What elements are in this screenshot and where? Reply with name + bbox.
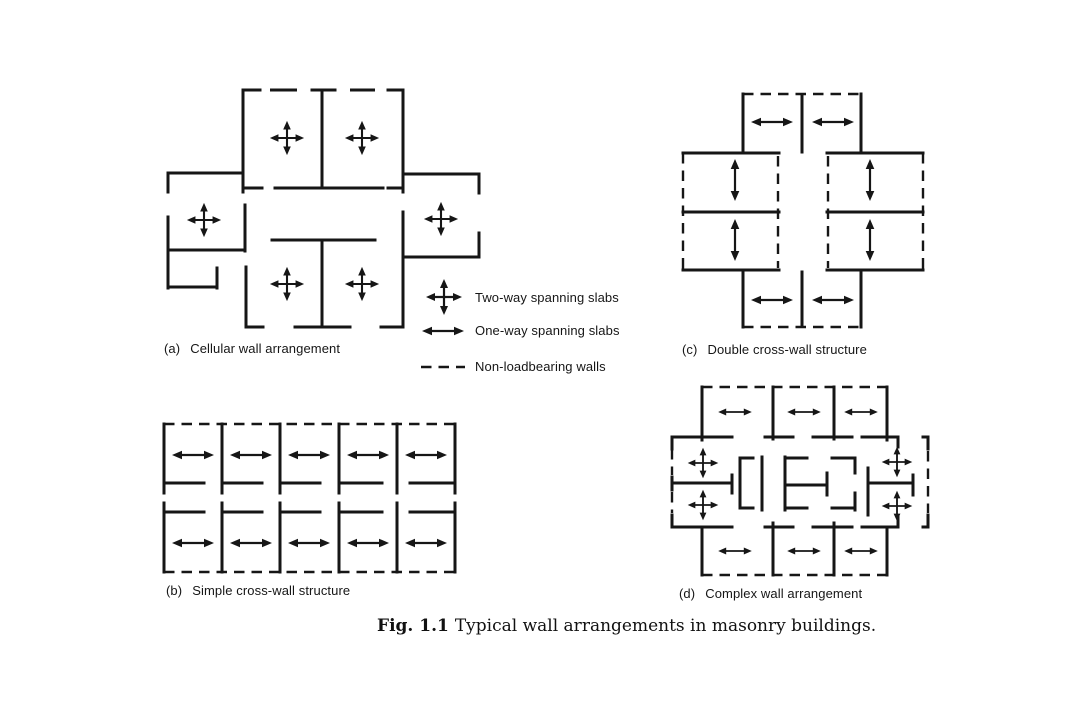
one-way-arrow-icon bbox=[345, 449, 391, 461]
one-way-arrow-icon bbox=[864, 217, 876, 263]
one-way-arrow-icon bbox=[286, 449, 332, 461]
panel-d-label: (d) bbox=[679, 586, 696, 601]
two-way-arrow-icon bbox=[268, 119, 306, 157]
one-way-arrow-icon bbox=[843, 546, 879, 556]
panel-d-caption: (d) Complex wall arrangement bbox=[679, 586, 862, 601]
panel-b-caption: (b) Simple cross-wall structure bbox=[166, 583, 350, 598]
plan-a-cellular bbox=[166, 88, 481, 329]
one-way-arrow-icon bbox=[810, 294, 856, 306]
dashed-line-icon bbox=[421, 365, 465, 368]
one-way-arrow-icon bbox=[403, 537, 449, 549]
two-way-arrow-icon bbox=[268, 265, 306, 303]
panel-c-title: Double cross-wall structure bbox=[707, 342, 867, 357]
two-way-arrow-icon bbox=[343, 265, 381, 303]
panel-b-label: (b) bbox=[166, 583, 183, 598]
one-way-arrow-icon bbox=[717, 546, 753, 556]
legend-label: Non-loadbearing walls bbox=[475, 359, 606, 374]
plan-c-double-cross-wall bbox=[681, 92, 925, 329]
two-way-arrow-icon bbox=[686, 488, 720, 522]
panel-a-caption: (a) Cellular wall arrangement bbox=[164, 341, 340, 356]
one-way-arrow-icon bbox=[810, 116, 856, 128]
one-way-arrow-icon bbox=[729, 217, 741, 263]
legend: Two-way spanning slabs One-way spanning … bbox=[420, 277, 655, 377]
plan-d-complex bbox=[670, 385, 930, 577]
loadbearing-walls bbox=[681, 92, 925, 329]
one-way-arrow-icon bbox=[786, 407, 822, 417]
slab-span-arrows bbox=[170, 449, 449, 549]
two-way-arrow-icon bbox=[185, 201, 223, 239]
one-way-arrow-icon bbox=[228, 449, 274, 461]
two-way-arrow-icon bbox=[343, 119, 381, 157]
two-way-arrow-icon bbox=[880, 489, 914, 523]
one-way-arrow-icon bbox=[228, 537, 274, 549]
one-way-arrow-icon bbox=[420, 325, 466, 336]
legend-item-two-way: Two-way spanning slabs bbox=[420, 277, 619, 317]
legend-item-one-way: One-way spanning slabs bbox=[420, 323, 620, 338]
non-loadbearing-walls bbox=[164, 422, 455, 574]
one-way-arrow-icon bbox=[864, 157, 876, 203]
one-way-arrow-icon bbox=[170, 537, 216, 549]
non-loadbearing-walls bbox=[681, 92, 925, 329]
one-way-arrow-icon bbox=[749, 294, 795, 306]
one-way-arrow-icon bbox=[286, 537, 332, 549]
plan-b-simple-cross-wall bbox=[162, 422, 457, 574]
one-way-arrow-icon bbox=[749, 116, 795, 128]
legend-label: Two-way spanning slabs bbox=[475, 289, 619, 305]
one-way-arrow-icon bbox=[843, 407, 879, 417]
panel-c-label: (c) bbox=[682, 342, 698, 357]
legend-label: One-way spanning slabs bbox=[475, 323, 620, 338]
one-way-arrow-icon bbox=[717, 407, 753, 417]
legend-item-non-loadbearing: Non-loadbearing walls bbox=[420, 359, 606, 374]
one-way-arrow-icon bbox=[729, 157, 741, 203]
loadbearing-walls bbox=[670, 385, 930, 577]
two-way-arrow-icon bbox=[880, 445, 914, 479]
two-way-arrow-icon bbox=[422, 200, 460, 238]
panel-b-title: Simple cross-wall structure bbox=[192, 583, 351, 598]
panel-c-caption: (c) Double cross-wall structure bbox=[682, 342, 867, 357]
figure-number: Fig. 1.1 bbox=[377, 616, 449, 636]
two-way-arrow-icon bbox=[686, 446, 720, 480]
panel-a-label: (a) bbox=[164, 341, 181, 356]
loadbearing-walls bbox=[162, 422, 457, 574]
loadbearing-walls bbox=[166, 88, 481, 329]
two-way-arrow-icon bbox=[424, 277, 464, 317]
panel-a-title: Cellular wall arrangement bbox=[190, 341, 341, 356]
non-loadbearing-walls bbox=[670, 385, 930, 577]
one-way-arrow-icon bbox=[786, 546, 822, 556]
one-way-arrow-icon bbox=[345, 537, 391, 549]
panel-d-title: Complex wall arrangement bbox=[705, 586, 863, 601]
figure-title: Typical wall arrangements in masonry bui… bbox=[454, 616, 877, 636]
one-way-arrow-icon bbox=[403, 449, 449, 461]
one-way-arrow-icon bbox=[170, 449, 216, 461]
